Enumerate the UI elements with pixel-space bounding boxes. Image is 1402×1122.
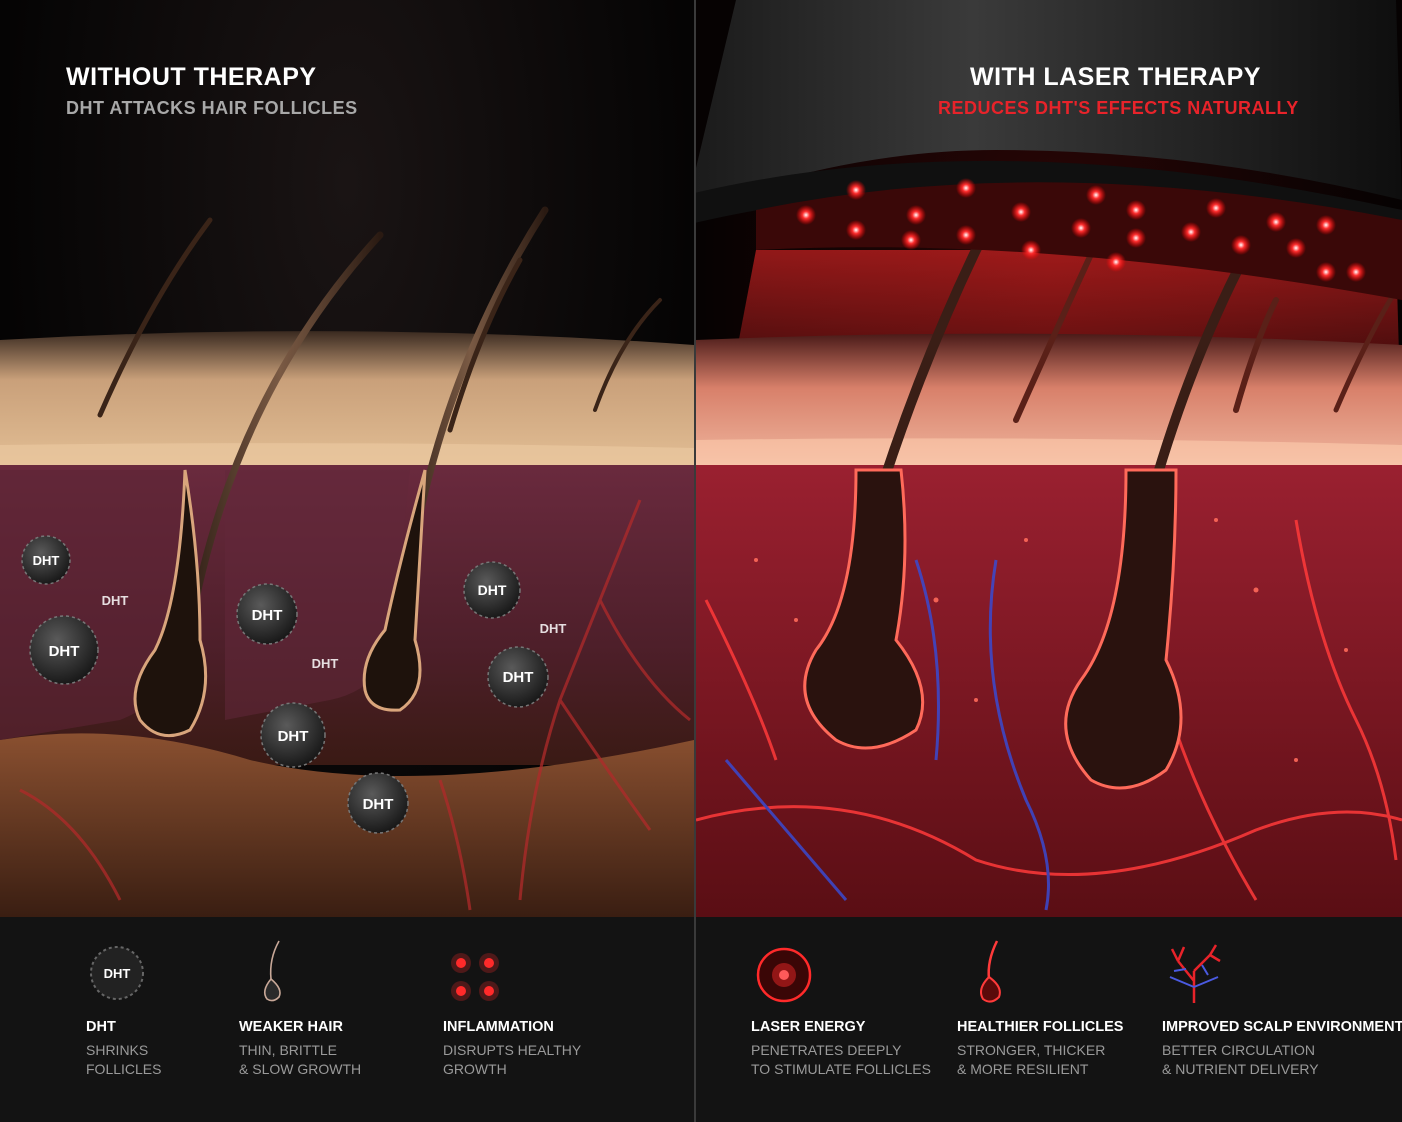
laser-helmet (696, 0, 1402, 300)
blood-vessel-icon (1169, 944, 1221, 1003)
dht-particle: DHT (29, 615, 99, 685)
dht-particle: DHT (260, 702, 326, 768)
left-subtitle: DHT ATTACKS HAIR FOLLICLES (66, 98, 358, 118)
dht-particle: DHT (347, 772, 409, 834)
red-hair-strand-icon (980, 940, 1001, 1003)
svg-text:DHT: DHT (104, 966, 131, 981)
right-legend: LASER ENERGY PENETRATES DEEPLY TO STIMUL… (696, 917, 1402, 1122)
with-laser-therapy-panel: WITH LASER THERAPY REDUCES DHT'S EFFECTS… (696, 0, 1402, 917)
dht-particle: DHT (463, 561, 521, 619)
svg-text:DHT: DHT (478, 582, 507, 598)
dht-floating-label: DHT (102, 593, 129, 608)
svg-text:DHT: DHT (363, 796, 394, 813)
dht-particle-icon: DHT (90, 946, 144, 1000)
dht-particles: DHT DHT DHT DHT DHT DHT (21, 535, 567, 834)
panel-divider (694, 0, 696, 1122)
dht-floating-label: DHT (312, 656, 339, 671)
svg-text:DHT: DHT (33, 553, 60, 568)
without-therapy-panel: DHT DHT DHT DHT DHT DHT (0, 0, 694, 917)
svg-text:DHT: DHT (252, 607, 283, 624)
right-title: WITH LASER THERAPY (970, 63, 1261, 91)
dht-particle: DHT (21, 535, 71, 585)
laser-scalp-cross-section-illustration (696, 0, 1402, 917)
left-title: WITHOUT THERAPY (66, 63, 317, 91)
dht-floating-label: DHT (540, 621, 567, 636)
dht-particle: DHT (236, 583, 298, 645)
scalp-cross-section-illustration: DHT DHT DHT DHT DHT DHT (0, 206, 694, 917)
hair-strand-icon (263, 940, 281, 1002)
inflammation-dots-icon (451, 953, 499, 1001)
right-subtitle: REDUCES DHT'S EFFECTS NATURALLY (938, 98, 1299, 118)
svg-text:DHT: DHT (49, 643, 80, 660)
svg-text:DHT: DHT (278, 728, 309, 745)
laser-led-array (796, 178, 1366, 282)
left-legend: DHT DHT SHRINKS FOLLICLES WEAKER HAIR TH… (0, 917, 694, 1122)
svg-text:DHT: DHT (503, 669, 534, 686)
laser-glow-icon (756, 947, 812, 1003)
dht-particle: DHT (487, 646, 549, 708)
